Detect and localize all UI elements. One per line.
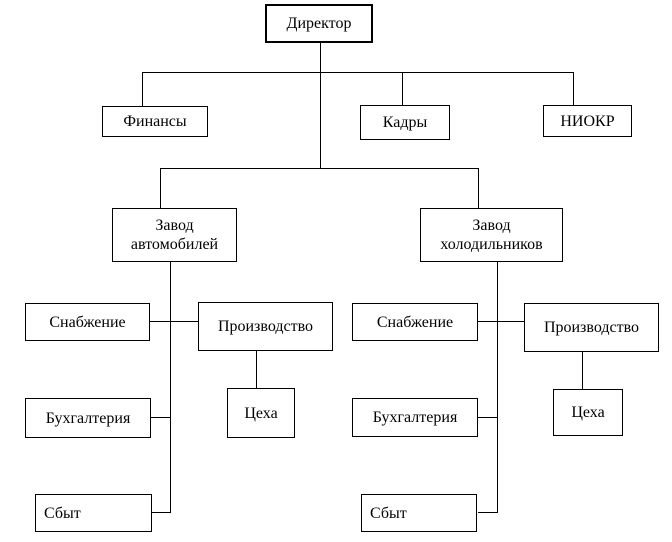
- node-fridge-supply-label: Снабжение: [376, 313, 454, 331]
- node-rnd-label: НИОКР: [560, 112, 615, 130]
- node-fridge-plant-label: Завод холодильников: [440, 217, 543, 253]
- node-fridge-sales: Сбыт: [361, 494, 477, 532]
- connector-fridge-supply-production: [477, 321, 525, 322]
- connector-fridge-spine: [497, 262, 498, 513]
- node-auto-workshops: Цеха: [227, 388, 295, 438]
- node-auto-production-label: Производство: [217, 318, 314, 335]
- connector-auto-production-workshops: [256, 351, 257, 388]
- connector-auto-sales-elbow: [152, 512, 171, 513]
- node-auto-sales: Сбыт: [35, 494, 152, 532]
- node-fridge-sales-label: Сбыт: [370, 504, 407, 522]
- connector-drop-finance: [142, 72, 143, 106]
- node-fridge-supply: Снабжение: [352, 303, 478, 341]
- node-fridge-plant: Завод холодильников: [420, 208, 563, 262]
- node-fridge-workshops: Цеха: [553, 389, 623, 436]
- connector-drop-hr: [402, 72, 403, 105]
- node-fridge-production: Производство: [524, 303, 659, 352]
- connector-auto-accounting: [150, 417, 171, 418]
- node-director-label: Директор: [286, 15, 352, 32]
- node-auto-accounting: Бухгалтерия: [25, 398, 151, 438]
- connector-auto-spine: [170, 262, 171, 513]
- connector-fridge-accounting: [478, 417, 498, 418]
- node-finance: Финансы: [102, 106, 208, 137]
- connector-drop-rnd: [573, 72, 574, 105]
- node-fridge-workshops-label: Цеха: [571, 404, 605, 421]
- node-hr-label: Кадры: [382, 114, 428, 131]
- connector-auto-supply-production: [150, 321, 198, 322]
- connector-fridge-production-workshops: [582, 352, 583, 389]
- connector-director-trunk: [320, 43, 321, 168]
- node-auto-supply: Снабжение: [25, 303, 150, 341]
- node-auto-accounting-label: Бухгалтерия: [45, 409, 131, 427]
- node-fridge-production-label: Производство: [543, 319, 640, 336]
- node-auto-plant: Завод автомобилей: [112, 208, 237, 262]
- node-rnd: НИОКР: [543, 105, 632, 137]
- node-fridge-accounting-label: Бухгалтерия: [372, 409, 458, 426]
- connector-fridge-sales-elbow: [478, 512, 498, 513]
- node-hr: Кадры: [360, 105, 450, 140]
- node-fridge-accounting: Бухгалтерия: [352, 398, 478, 437]
- connector-drop-auto-plant: [160, 168, 161, 208]
- node-auto-supply-label: Снабжение: [49, 313, 126, 331]
- connector-drop-fridge-plant: [478, 168, 479, 208]
- node-director: Директор: [265, 4, 373, 43]
- connector-level1-horizontal: [142, 72, 574, 73]
- node-finance-label: Финансы: [123, 113, 187, 130]
- connector-level2-horizontal: [160, 168, 479, 169]
- node-auto-workshops-label: Цеха: [244, 404, 278, 422]
- node-auto-sales-label: Сбыт: [44, 504, 81, 522]
- node-auto-plant-label: Завод автомобилей: [130, 217, 219, 253]
- node-auto-production: Производство: [198, 302, 333, 351]
